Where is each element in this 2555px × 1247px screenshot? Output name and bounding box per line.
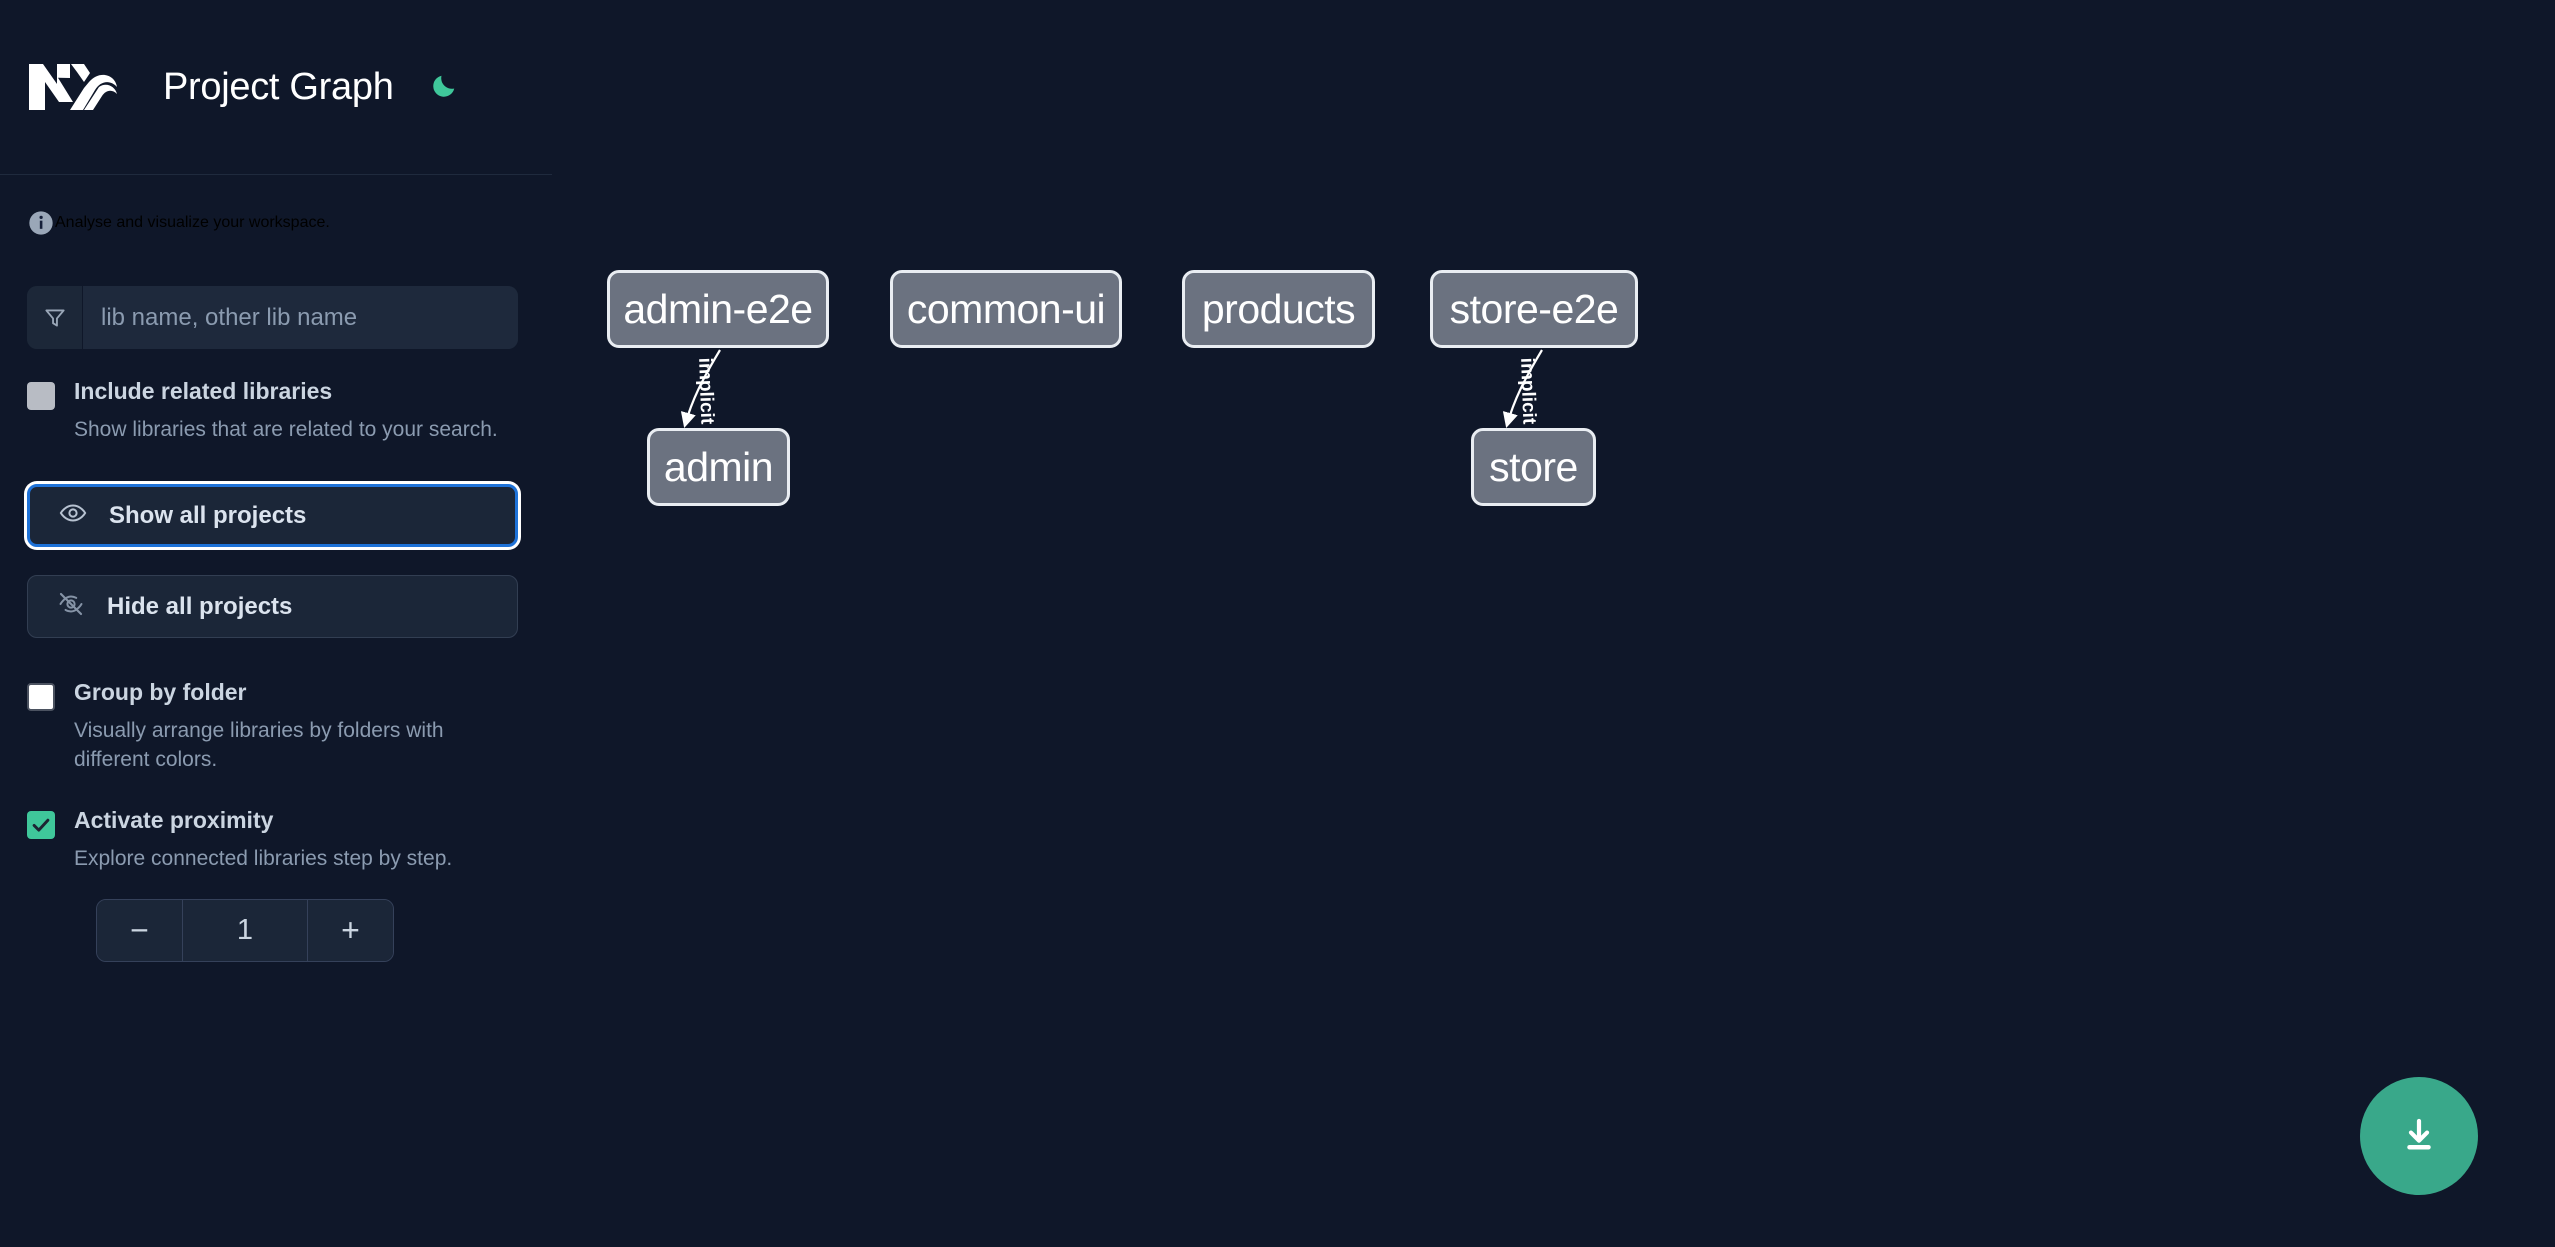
graph-node-admin[interactable]: admin bbox=[647, 428, 790, 506]
graph-node-store[interactable]: store bbox=[1471, 428, 1596, 506]
tagline-text: Analyse and visualize your workspace. bbox=[55, 214, 330, 231]
proximity-decrement-button[interactable]: − bbox=[97, 900, 183, 962]
hide-all-projects-button[interactable]: Hide all projects bbox=[27, 575, 518, 639]
hide-all-projects-label: Hide all projects bbox=[107, 592, 293, 620]
graph-node-products[interactable]: products bbox=[1182, 270, 1375, 348]
sidebar: Project Graph Analyse and visualize your… bbox=[0, 0, 552, 1247]
edge-label-implicit-admin: implicit bbox=[694, 357, 718, 425]
nx-logo-icon bbox=[27, 56, 120, 118]
show-all-projects-label: Show all projects bbox=[109, 501, 307, 529]
graph-canvas[interactable]: implicit implicit admin-e2e common-ui pr… bbox=[552, 0, 2555, 1247]
proximity-value[interactable]: 1 bbox=[183, 900, 307, 962]
graph-edges-layer bbox=[680, 349, 1543, 428]
option-activate-proximity-row[interactable]: Activate proximity bbox=[27, 807, 518, 840]
option-label: Include related libraries bbox=[74, 378, 333, 404]
filter-icon bbox=[27, 286, 83, 349]
show-all-projects-wrap: Show all projects bbox=[0, 484, 552, 548]
workspace-tagline: Analyse and visualize your workspace. bbox=[0, 175, 552, 237]
search-input[interactable] bbox=[83, 286, 518, 349]
page-title: Project Graph bbox=[163, 65, 394, 108]
option-description: Visually arrange libraries by folders wi… bbox=[74, 719, 444, 771]
option-label: Group by folder bbox=[74, 679, 247, 706]
option-description: Explore connected libraries step by step… bbox=[74, 847, 453, 871]
proximity-stepper: − 1 + bbox=[96, 899, 394, 963]
download-graph-button[interactable] bbox=[2360, 1077, 2478, 1195]
sidebar-header: Project Graph bbox=[0, 0, 552, 175]
option-label: Activate proximity bbox=[74, 807, 274, 834]
checkbox-include-related-libraries[interactable] bbox=[27, 382, 55, 410]
show-all-projects-button[interactable]: Show all projects bbox=[27, 484, 518, 548]
checkbox-group-by-folder[interactable] bbox=[27, 683, 55, 712]
search-field bbox=[27, 286, 518, 349]
option-group-by-folder: Group by folder Visually arrange librari… bbox=[27, 680, 518, 774]
option-include-related-libraries-row[interactable]: Include related libraries bbox=[27, 378, 518, 410]
proximity-increment-button[interactable]: + bbox=[307, 900, 393, 962]
eye-icon bbox=[59, 499, 87, 532]
info-icon bbox=[27, 209, 55, 237]
eye-off-icon bbox=[57, 590, 85, 623]
edge-label-implicit-store: implicit bbox=[1516, 357, 1540, 425]
hide-all-projects-wrap: Hide all projects bbox=[0, 575, 552, 639]
option-description: Show libraries that are related to your … bbox=[74, 418, 498, 441]
graph-node-common-ui[interactable]: common-ui bbox=[890, 270, 1122, 348]
option-group-by-folder-row[interactable]: Group by folder bbox=[27, 679, 518, 712]
download-icon bbox=[2398, 1114, 2440, 1159]
moon-icon[interactable] bbox=[424, 68, 462, 106]
graph-node-admin-e2e[interactable]: admin-e2e bbox=[607, 270, 829, 348]
option-include-related-libraries: Include related libraries Show libraries… bbox=[27, 378, 518, 444]
option-activate-proximity: Activate proximity Explore connected lib… bbox=[27, 807, 518, 873]
checkbox-activate-proximity[interactable] bbox=[27, 811, 55, 840]
graph-node-store-e2e[interactable]: store-e2e bbox=[1430, 270, 1638, 348]
